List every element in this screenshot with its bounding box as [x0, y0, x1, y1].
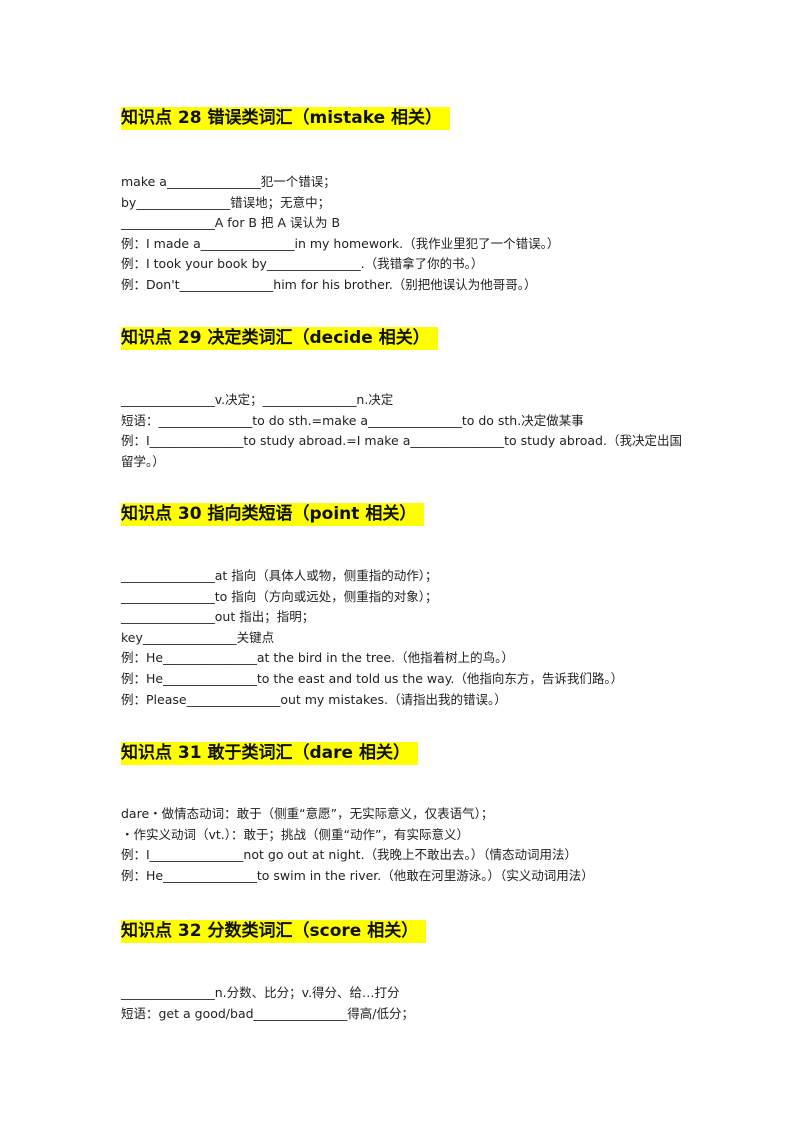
text-line: 例：He_______________to the east and told … [121, 670, 624, 686]
section-point: 知识点 30 指向类短语（point 相关） _______________at… [121, 503, 721, 707]
text-line: key_______________关键点 [121, 629, 275, 645]
text-line: ・作实义动词（vt.）：敢于；挑战（侧重“动作”，有实际意义） [121, 826, 469, 842]
text-line: 例：Don't_______________him for his brothe… [121, 276, 537, 292]
section-score: 知识点 32 分数类词汇（score 相关） _______________n.… [121, 920, 721, 1021]
section-mistake: 知识点 28 错误类词汇（mistake 相关） make a_________… [121, 107, 721, 292]
text-line: 例：I_______________to study abroad.=I mak… [121, 433, 682, 469]
text-line: 例：Please_______________out my mistakes.（… [121, 691, 507, 707]
text-line: 例：He_______________at the bird in the tr… [121, 650, 514, 666]
section-body: dare・做情态动词：敢于（侧重“意愿”，无实际意义，仅表语气）； ・作实义动词… [121, 804, 594, 886]
text-line: _______________out 指出；指明； [121, 609, 315, 625]
section-heading: 知识点 30 指向类短语（point 相关） [121, 503, 425, 526]
text-line: 例：I made a_______________in my homework.… [121, 235, 560, 251]
section-body: _______________n.分数、比分；v.得分、给…打分 短语：get … [121, 983, 414, 1024]
text-line: _______________to 指向（方向或远处，侧重指的对象）； [121, 588, 438, 604]
text-line: 例：I_______________not go out at night.（我… [121, 847, 578, 863]
text-line: by_______________错误地；无意中； [121, 194, 331, 210]
section-heading: 知识点 28 错误类词汇（mistake 相关） [121, 107, 451, 130]
text-line: _______________A for B 把 A 误认为 B [121, 215, 341, 231]
section-dare: 知识点 31 敢于类词汇（dare 相关） dare・做情态动词：敢于（侧重“意… [121, 742, 721, 883]
text-line: 短语：_______________to do sth.=make a_____… [121, 412, 584, 428]
section-body: _______________v.决定；_______________n.决定 … [121, 390, 689, 472]
text-line: make a_______________犯一个错误； [121, 174, 336, 189]
section-heading: 知识点 32 分数类词汇（score 相关） [121, 920, 427, 943]
section-heading: 知识点 29 决定类词汇（decide 相关） [121, 327, 438, 350]
section-decide: 知识点 29 决定类词汇（decide 相关） _______________v… [121, 327, 721, 469]
section-body: _______________at 指向（具体人或物，侧重指的动作）； ____… [121, 566, 623, 710]
section-body: make a_______________犯一个错误； by__________… [121, 172, 559, 296]
text-line: 例：He_______________to swim in the river.… [121, 867, 594, 883]
text-line: _______________at 指向（具体人或物，侧重指的动作）； [121, 568, 438, 583]
text-line: 短语：get a good/bad_______________得高/低分； [121, 1005, 414, 1021]
text-line: 例：I took your book by_______________.（我错… [121, 256, 484, 272]
section-heading: 知识点 31 敢于类词汇（dare 相关） [121, 742, 418, 765]
text-line: _______________v.决定；_______________n.决定 [121, 392, 394, 407]
text-line: dare・做情态动词：敢于（侧重“意愿”，无实际意义，仅表语气）； [121, 806, 494, 821]
text-line: _______________n.分数、比分；v.得分、给…打分 [121, 985, 400, 1000]
